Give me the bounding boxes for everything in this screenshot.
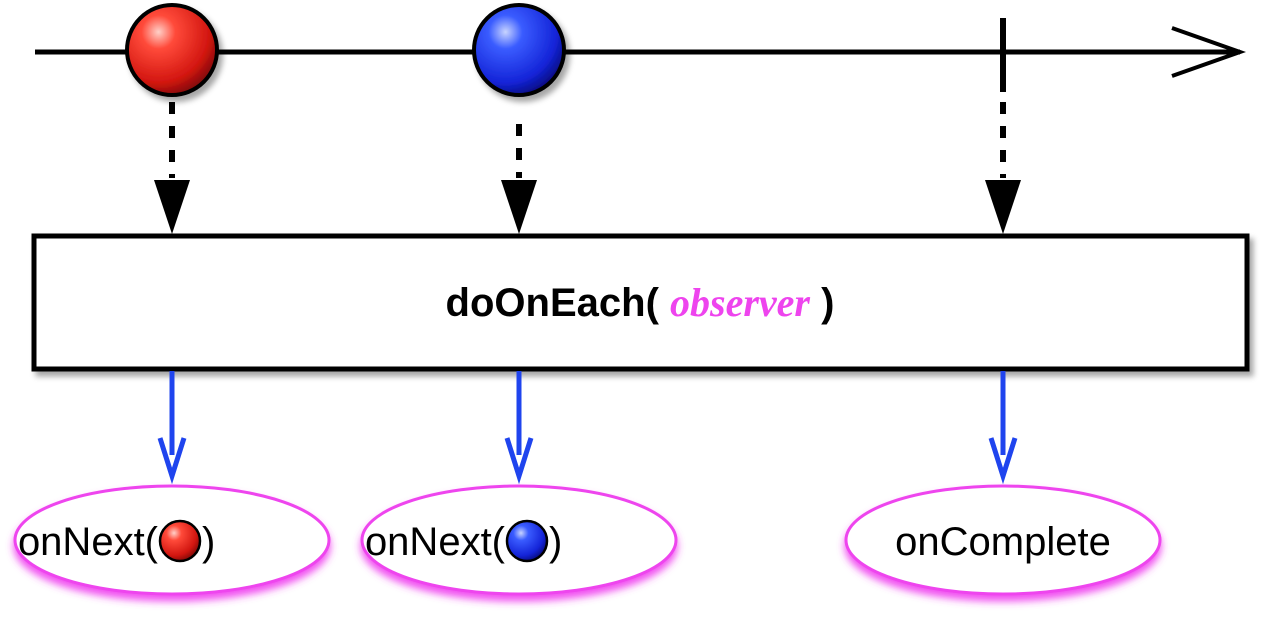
input-arrowhead-red [154,180,190,234]
operator-argument: observer [670,280,810,325]
input-arrowhead-complete [985,180,1021,234]
output-bubble-1: onNext( ) [13,484,331,596]
red-marble [125,3,219,97]
output-arrowhead-3 [988,437,1018,485]
operator-name: doOnEach( [446,281,660,325]
operator-box [31,233,1250,372]
output-arrowhead-1 [157,437,187,485]
blue-marble-icon [505,519,549,563]
output-arrowhead-2 [504,437,534,485]
bubble-prefix: onNext( [18,520,159,564]
bubble-shape [844,484,1162,596]
source-timeline [35,18,1247,92]
operator-label: doOnEach( observer ) [446,280,835,325]
output-arrows [157,371,1018,485]
output-bubble-2: onNext( ) [360,484,678,596]
timeline-arrowhead [1171,26,1247,78]
output-bubble-3: onComplete [844,484,1162,596]
bubble-suffix: ) [202,520,215,564]
red-marble-icon [158,519,202,563]
bubble-label: onComplete [895,520,1111,564]
bubble-prefix: onNext( [365,520,506,564]
bubble-suffix: ) [549,520,562,564]
operator-close: ) [821,281,834,325]
input-arrows [154,102,1021,234]
blue-marble [472,3,566,97]
input-arrowhead-blue [501,180,537,234]
